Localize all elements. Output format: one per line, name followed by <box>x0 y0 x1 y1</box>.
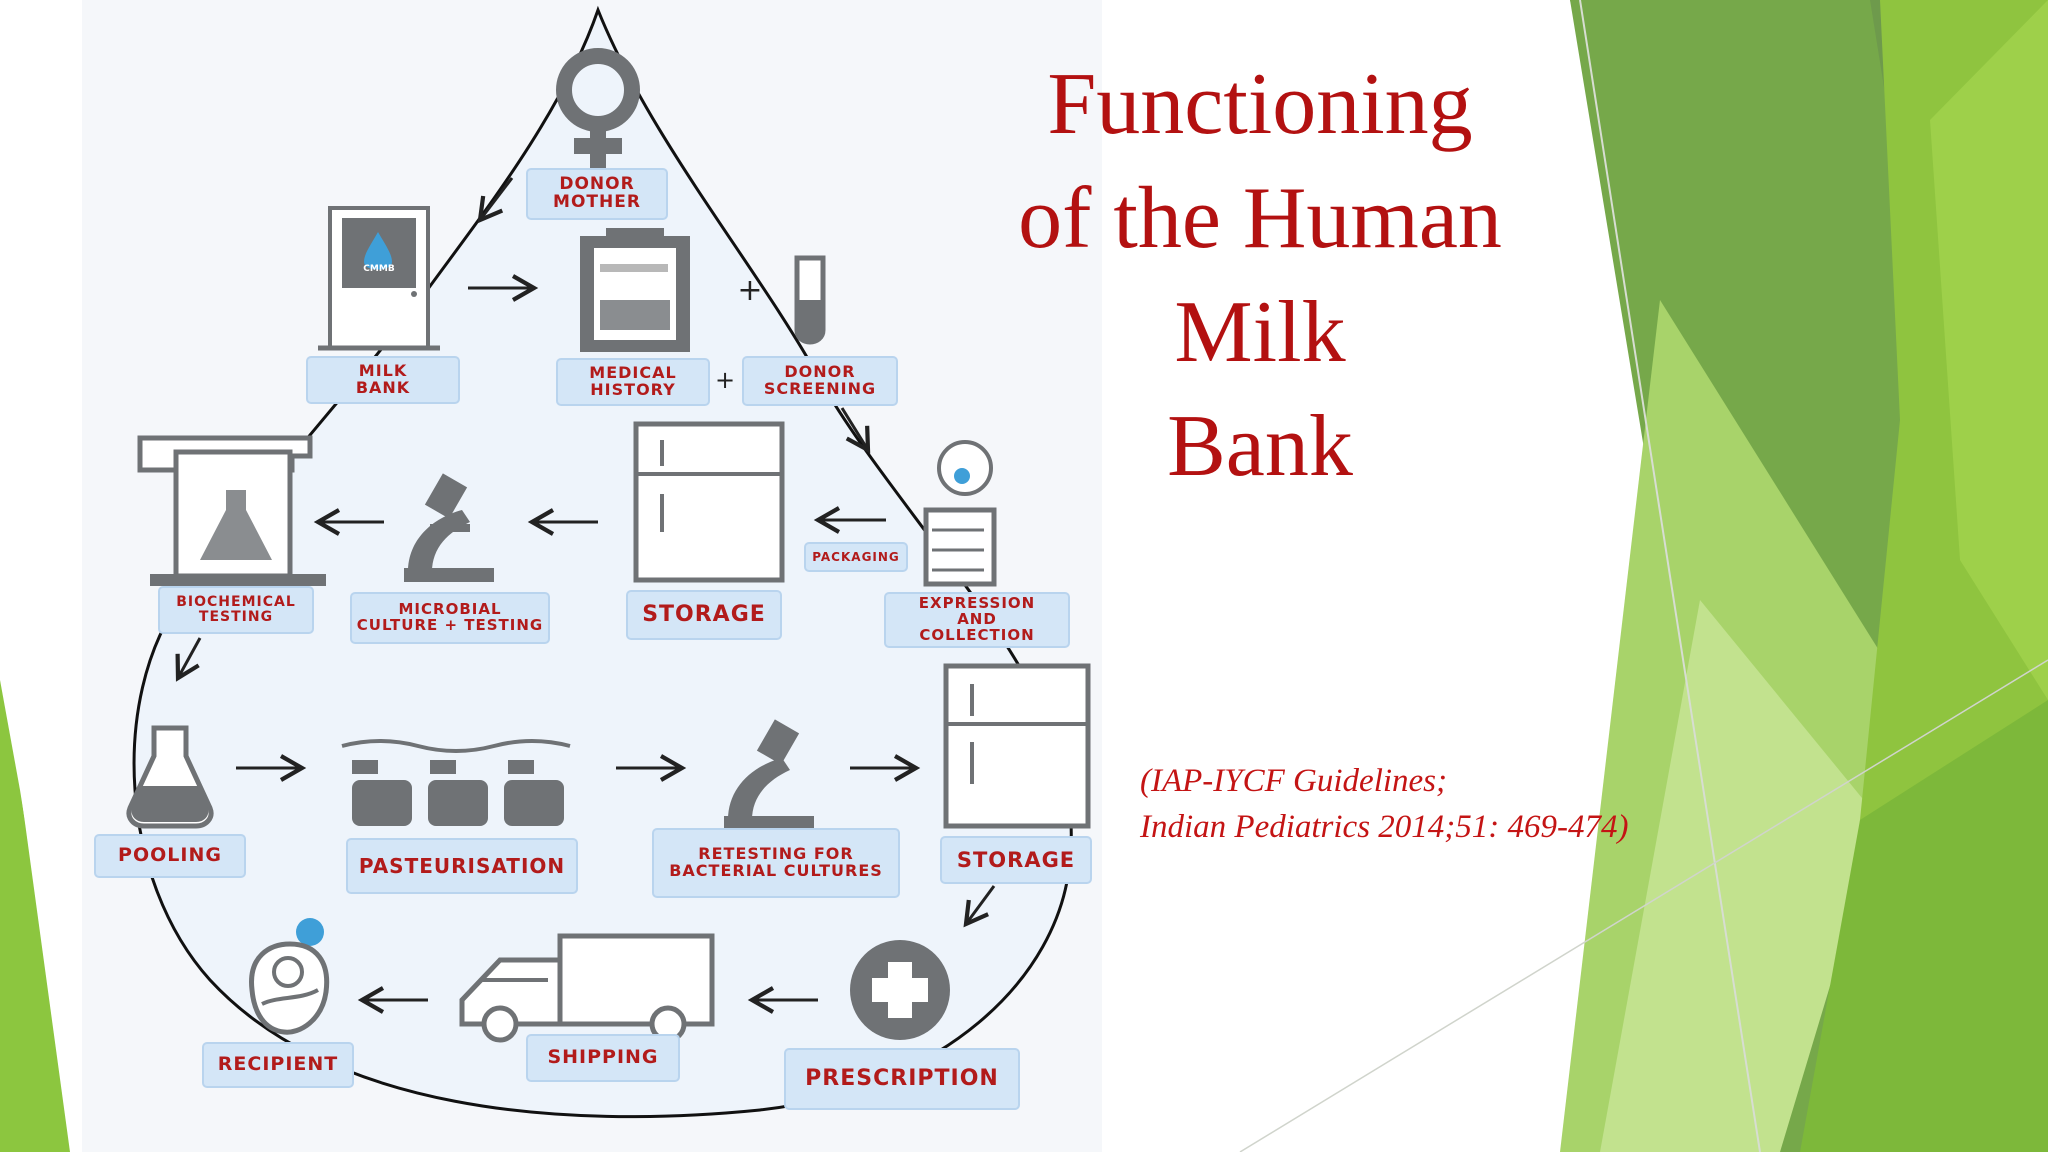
microscope-icon-2 <box>724 719 814 830</box>
label-storage-2: STORAGE <box>940 836 1092 884</box>
label-pooling-line-1: POOLING <box>118 844 222 867</box>
label-donor-screening-line-2: SCREENING <box>763 379 877 398</box>
medical-cross-icon <box>850 940 950 1040</box>
lab-analyzer-icon <box>137 435 326 586</box>
label-milk-bank-line-1: MILK <box>358 361 408 381</box>
slide-title: Functioning of the Human Milk Bank <box>900 48 1620 504</box>
plus-sign-1: + <box>737 273 762 308</box>
label-donor-mother-line-2: MOTHER <box>553 192 641 212</box>
citation-line-1: (IAP-IYCF Guidelines; <box>1140 763 1448 799</box>
label-pasteurisation: PASTEURISATION <box>346 838 578 894</box>
label-expression-line-2: AND <box>957 610 997 629</box>
beaker-icon <box>923 440 997 587</box>
test-tube-icon <box>794 255 826 345</box>
refrigerator-icon-2 <box>943 663 1091 829</box>
label-microbial-line-1: MICROBIAL <box>398 600 502 619</box>
label-recipient: RECIPIENT <box>202 1042 354 1088</box>
label-pasteurisation-line-1: PASTEURISATION <box>358 853 566 878</box>
label-retesting: RETESTING FOR BACTERIAL CULTURES <box>652 828 900 898</box>
door-sign-text: CMMB <box>363 264 395 274</box>
label-storage-2-line-1: STORAGE <box>956 847 1076 872</box>
label-milk-bank: MILK BANK <box>306 356 460 404</box>
label-packaging-line-1: PACKAGING <box>812 549 900 564</box>
female-symbol-icon <box>556 48 640 168</box>
label-shipping-line-1: SHIPPING <box>547 1046 659 1069</box>
label-prescription-line-1: PRESCRIPTION <box>805 1066 999 1092</box>
label-biochemical-line-2: TESTING <box>198 609 274 625</box>
baby-recipient-icon <box>249 918 330 1035</box>
green-decoration-left <box>0 0 82 1152</box>
clipboard-icon <box>580 228 690 352</box>
citation-line-2: Indian Pediatrics 2014;51: 469-474) <box>1140 809 1629 845</box>
title-line-2: of the Human <box>1018 170 1502 267</box>
label-milk-bank-line-2: BANK <box>355 378 411 397</box>
label-medical-history-line-1: MEDICAL <box>589 363 677 383</box>
title-line-3: Milk <box>1174 284 1346 381</box>
label-expression-line-3: COLLECTION <box>919 625 1035 644</box>
label-prescription: PRESCRIPTION <box>784 1048 1020 1110</box>
pasteurisation-bottles-icon <box>341 739 571 826</box>
refrigerator-icon-1 <box>633 421 785 583</box>
label-microbial-line-2: CULTURE + TESTING <box>356 616 544 634</box>
title-line-4: Bank <box>1167 398 1353 495</box>
label-biochemical-line-1: BIOCHEMICAL <box>176 594 296 611</box>
citation: (IAP-IYCF Guidelines; Indian Pediatrics … <box>1140 758 1780 850</box>
label-donor-mother-line-1: DONOR <box>559 174 635 195</box>
label-donor-screening-line-1: DONOR <box>784 362 856 382</box>
label-retesting-line-1: RETESTING FOR <box>698 844 854 864</box>
label-storage-1: STORAGE <box>626 590 782 640</box>
label-expression: EXPRESSION AND COLLECTION <box>884 592 1070 648</box>
label-expression-line-1: EXPRESSION <box>918 594 1036 613</box>
label-retesting-line-2: BACTERIAL CULTURES <box>669 861 883 880</box>
label-biochemical: BIOCHEMICAL TESTING <box>158 586 314 634</box>
label-medical-history-line-2: HISTORY <box>590 380 676 399</box>
label-donor-mother: DONOR MOTHER <box>526 168 668 220</box>
milk-bank-door-icon: CMMB <box>318 206 440 351</box>
label-packaging: PACKAGING <box>804 542 908 572</box>
delivery-van-icon <box>459 933 715 1043</box>
plus-sign-2: + <box>714 366 736 394</box>
label-recipient-line-1: RECIPIENT <box>217 1053 339 1076</box>
green-decoration-right <box>1239 0 2048 1152</box>
title-line-1: Functioning <box>1047 56 1473 153</box>
pooling-flask-icon <box>126 725 214 829</box>
label-pooling: POOLING <box>94 834 246 878</box>
label-donor-screening: DONOR SCREENING <box>742 356 898 406</box>
label-storage-1-line-1: STORAGE <box>642 602 766 628</box>
microscope-icon-1 <box>404 473 494 582</box>
label-medical-history: MEDICAL HISTORY <box>556 358 710 406</box>
label-shipping: SHIPPING <box>526 1034 680 1082</box>
label-microbial: MICROBIAL CULTURE + TESTING <box>350 592 550 644</box>
flow-arrows <box>175 177 996 1014</box>
